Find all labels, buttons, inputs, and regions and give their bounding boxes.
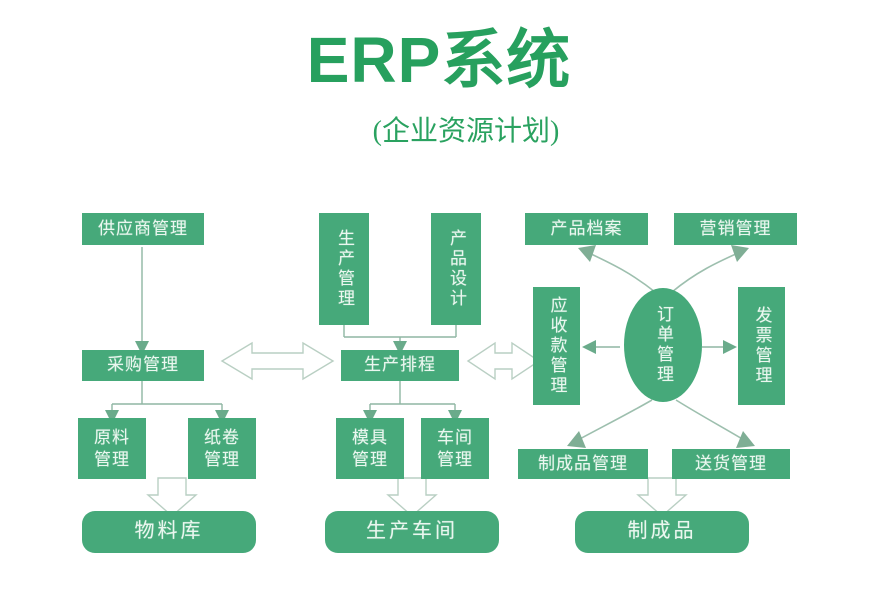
node-paper-roll-management[interactable]: 纸卷 管理	[188, 418, 256, 479]
node-receivables-management[interactable]: 应收款管理	[533, 287, 580, 405]
node-purchase-management[interactable]: 采购管理	[82, 350, 204, 381]
node-production-management[interactable]: 生产管理	[319, 213, 369, 325]
node-mold-management[interactable]: 模具 管理	[336, 418, 404, 479]
connector-order-to-invoice	[702, 340, 737, 354]
node-marketing-management[interactable]: 营销管理	[674, 213, 797, 245]
connector-order-to-product-archive	[578, 245, 656, 293]
node-finished-goods[interactable]: 制成品	[575, 511, 749, 553]
node-product-design[interactable]: 产品设计	[431, 213, 481, 325]
node-finished-goods-management[interactable]: 制成品管理	[518, 449, 648, 479]
node-production-scheduling[interactable]: 生产排程	[341, 350, 459, 381]
node-production-workshop[interactable]: 生产车间	[325, 511, 499, 553]
connector-order-to-finished-goods-management	[567, 399, 653, 448]
connector-purchase-scheduling-bidirectional	[220, 341, 335, 381]
node-workshop-management[interactable]: 车间 管理	[421, 418, 489, 479]
connector-supplier-to-purchase	[135, 247, 149, 355]
node-order-management[interactable]: 订单管理	[624, 288, 702, 402]
page-subtitle: (企业资源计划)	[372, 116, 560, 147]
node-delivery-management[interactable]: 送货管理	[672, 449, 790, 479]
connector-order-to-receivables	[582, 340, 620, 354]
node-supplier-management[interactable]: 供应商管理	[82, 213, 204, 245]
node-invoice-management[interactable]: 发票管理	[738, 287, 785, 405]
node-product-archive[interactable]: 产品档案	[525, 213, 648, 245]
page-title: ERP系统	[306, 24, 572, 96]
connector-order-to-delivery-management	[675, 399, 755, 448]
connector-scheduling-receivables-bidirectional	[466, 341, 541, 381]
node-material-warehouse[interactable]: 物料库	[82, 511, 256, 553]
node-raw-material-management[interactable]: 原料 管理	[78, 418, 146, 479]
connector-order-to-marketing	[671, 245, 749, 293]
